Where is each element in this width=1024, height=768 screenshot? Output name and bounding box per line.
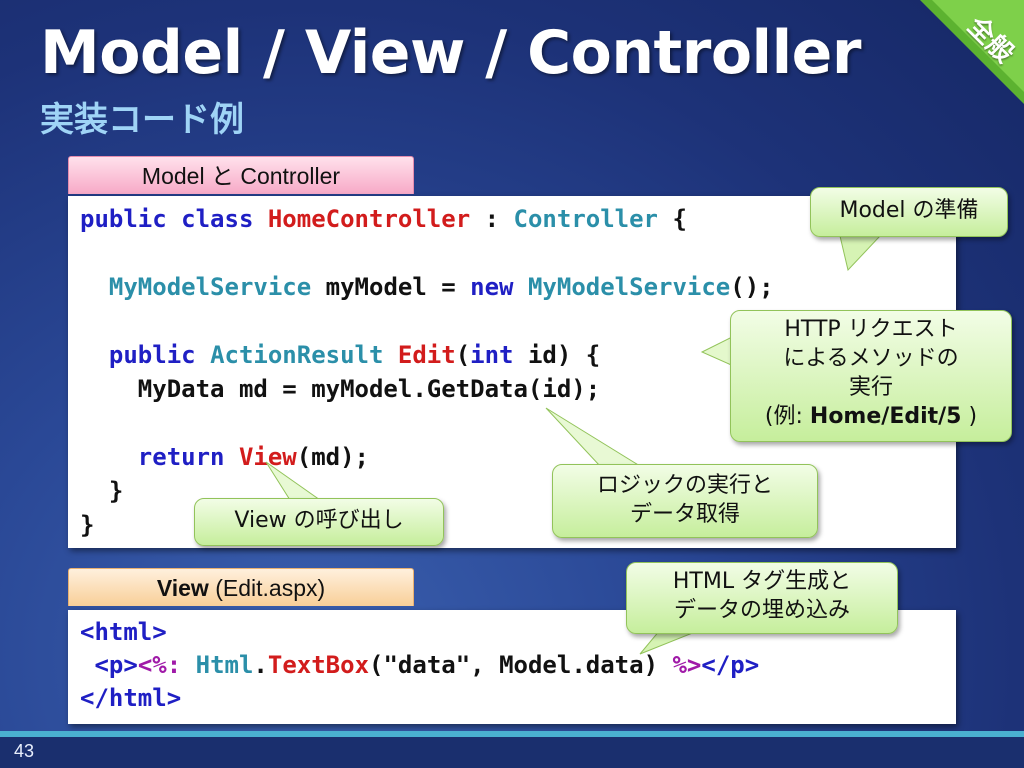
callout-line: HTML タグ生成と <box>672 569 852 594</box>
model-prep-callout: Model の準備 <box>810 187 1008 237</box>
view-code: <html> <p><%: Html.TextBox("data", Model… <box>80 616 759 715</box>
code-token: ActionResult <box>210 341 384 369</box>
code-token: . <box>253 651 268 679</box>
category-badge: 全般 <box>900 0 1024 124</box>
code-token: public <box>108 341 196 369</box>
code-token: HomeController <box>267 205 471 233</box>
page-number: 43 <box>14 741 35 761</box>
controller-code: public class HomeController : Controller… <box>80 202 774 542</box>
code-token: (md); <box>296 443 369 471</box>
code-token: : <box>470 205 514 233</box>
callout-line: データ取得 <box>629 502 740 527</box>
code-line-7: } <box>80 511 95 539</box>
code-token: myModel = <box>311 273 471 301</box>
code-token: Html <box>195 651 254 679</box>
callout-line: 実行 <box>848 375 893 400</box>
callout-line: ロジックの実行と <box>596 473 773 498</box>
code-token: Controller <box>513 205 659 233</box>
code-line-2: MyModelService myModel = new MyModelServ… <box>109 273 774 301</box>
code-token: TextBox <box>267 651 370 679</box>
code-line-3: public ActionResult Edit(int id) { <box>109 341 600 369</box>
badge-triangle-highlight <box>932 0 1024 92</box>
view-tab-bold: View <box>156 575 209 601</box>
callout-text: (例: <box>764 404 810 429</box>
code-token: <%: <box>137 651 182 679</box>
code-token: return <box>137 443 225 471</box>
callout-line: によるメソッドの <box>783 346 959 371</box>
slide-title: Model / View / Controller <box>40 18 861 88</box>
callout-bold: Home/Edit/5 <box>809 404 962 429</box>
code-token: %> <box>672 651 702 679</box>
view-call-callout: View の呼び出し <box>194 498 444 546</box>
code-token: View <box>238 443 297 471</box>
callout-text: ) <box>961 404 978 429</box>
slide-subtitle: 実装コード例 <box>40 100 244 140</box>
footer-accent-band <box>0 731 1024 737</box>
code-token: ( <box>455 341 471 369</box>
view-tab-rest: (Edit.aspx) <box>208 575 326 601</box>
code-token: </p> <box>701 651 760 679</box>
callout-line: データの埋め込み <box>673 598 850 623</box>
code-line-6: } <box>108 477 124 505</box>
code-token: int <box>470 341 514 369</box>
http-request-callout: HTTP リクエスト によるメソッドの 実行 (例: Home/Edit/5 ) <box>730 310 1012 442</box>
callout-line: HTTP リクエスト <box>784 317 958 342</box>
code-line-3: </html> <box>80 684 182 712</box>
code-token: id) { <box>513 341 601 369</box>
html-gen-callout: HTML タグ生成と データの埋め込み <box>626 562 898 634</box>
code-line-5: return View(md); <box>138 443 369 471</box>
code-token: (); <box>730 273 774 301</box>
code-line-4: MyData md = myModel.GetData(id); <box>137 375 601 403</box>
model-controller-tab: Model と Controller <box>68 156 414 194</box>
code-token: new <box>470 273 514 301</box>
callout-text: Model の準備 <box>839 198 979 223</box>
code-line-1: <html> <box>80 618 167 646</box>
code-token: MyModelService <box>527 273 731 301</box>
code-token: { <box>658 205 687 233</box>
code-line-1: public class HomeController : Controller… <box>80 205 687 233</box>
code-token: ("data", Model.data) <box>369 651 673 679</box>
code-token: public <box>80 205 167 233</box>
callout-line: (例: Home/Edit/5 ) <box>731 402 1011 431</box>
code-token: MyModelService <box>108 273 312 301</box>
footer-bar <box>0 737 1024 768</box>
code-line-2: <p><%: Html.TextBox("data", Model.data) … <box>94 651 759 679</box>
logic-callout: ロジックの実行と データ取得 <box>552 464 818 538</box>
code-token: <p> <box>94 651 138 679</box>
code-token: class <box>181 205 254 233</box>
callout-text: View の呼び出し <box>234 508 404 533</box>
view-tab: View (Edit.aspx) <box>68 568 414 606</box>
code-token: Edit <box>397 341 456 369</box>
